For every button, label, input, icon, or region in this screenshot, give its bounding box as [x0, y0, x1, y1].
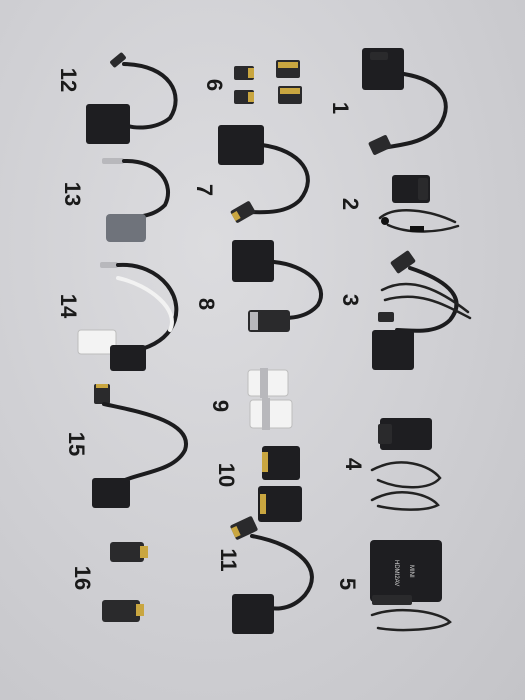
label-11: 11	[216, 548, 241, 572]
converter-brand-text: MINI	[408, 565, 414, 578]
label-14: 14	[56, 293, 81, 319]
item-9-dvi-white-adapters	[247, 368, 293, 430]
item-16-dp-plugs	[102, 542, 148, 622]
label-13: 13	[60, 181, 85, 207]
item-4-vga-hdmi-box	[370, 418, 442, 511]
label-7: 7	[192, 183, 217, 197]
item-12-minidp-vga	[86, 52, 178, 144]
label-9: 9	[208, 399, 233, 413]
converter-model-text: HDMI2AV	[393, 560, 399, 586]
item-1-hdmi-vga-adapter	[362, 48, 448, 155]
item-14-minidp-white-black	[77, 262, 179, 371]
item-15-dp-adapter	[92, 384, 188, 508]
label-2: 2	[338, 197, 363, 211]
label-5: 5	[335, 577, 360, 591]
label-4: 4	[341, 457, 366, 471]
item-11-dp-adapter	[230, 516, 314, 634]
label-8: 8	[194, 297, 219, 311]
item-7-adapter-box-dp	[218, 125, 310, 223]
item-6-hdmi-couplers	[234, 60, 302, 104]
label-12: 12	[56, 67, 81, 93]
label-3: 3	[338, 293, 363, 307]
item-8-dvi-adapter	[232, 240, 324, 332]
label-15: 15	[64, 431, 89, 457]
item-3-hdmi-vga-audio	[372, 250, 472, 370]
item-2-vga-hdmi-box	[378, 175, 460, 233]
item-13-usbc-adapter	[102, 158, 171, 242]
item-5-hdmi2av-converter: MINI HDMI2AV	[370, 540, 452, 632]
item-10-dvi-black-adapters	[258, 446, 302, 522]
label-1: 1	[328, 101, 353, 115]
label-6: 6	[202, 78, 227, 92]
label-16: 16	[70, 565, 95, 591]
label-10: 10	[214, 462, 239, 488]
